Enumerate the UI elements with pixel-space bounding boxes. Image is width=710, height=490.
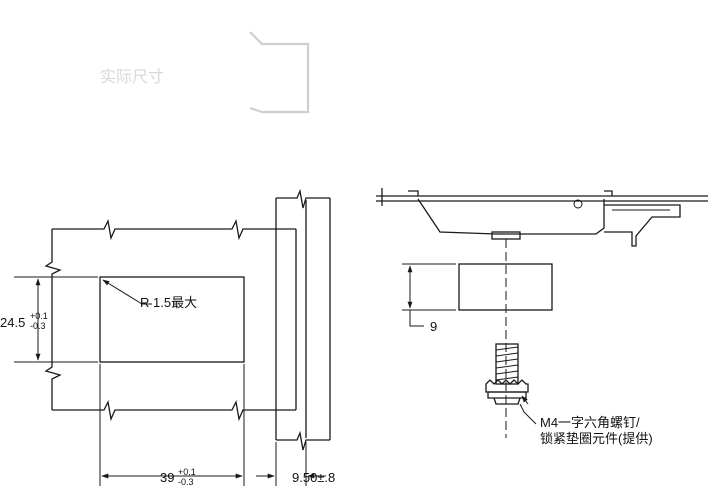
- spacer-dim-leader: [409, 310, 424, 327]
- height-value: 24.5: [0, 315, 25, 330]
- width-value: 39: [160, 470, 174, 485]
- screw-note-leader-mark: [521, 395, 529, 405]
- screw-head: [487, 391, 527, 405]
- screw-shank: [495, 343, 519, 385]
- cutout-rectangle: [99, 276, 245, 363]
- latch-arm: [604, 204, 681, 247]
- width-tol-upper: +0.1: [178, 467, 196, 477]
- spacer-block: [458, 263, 553, 311]
- spacer-dim-label: 9: [430, 319, 437, 334]
- screw-note-leader: [519, 403, 537, 425]
- radius-leader: [102, 279, 143, 305]
- height-tol-lower: -0.3: [30, 321, 46, 331]
- actual-size-bracket: [249, 31, 310, 114]
- height-dimension-label: 24.5 +0.1 -0.3: [0, 311, 48, 331]
- latch-hole: [573, 199, 583, 209]
- panel-left-edge: [44, 229, 62, 410]
- width-tol-lower: -0.3: [178, 477, 194, 487]
- latch-body: [417, 198, 605, 235]
- actual-size-indicator: 实际尺寸: [100, 31, 310, 114]
- latch-boss: [491, 231, 521, 240]
- screw-note-line1: M4一字六角螺钉/: [540, 415, 640, 430]
- height-tol-upper: +0.1: [30, 311, 48, 321]
- panel-cutout-view: R 1.5最大 24.5 +0.1 -0.3 39 +0.1 -0.3 9.50…: [0, 188, 335, 487]
- latch-flange: [376, 190, 708, 202]
- actual-size-label: 实际尺寸: [100, 67, 164, 86]
- panel-bottom-break-line: [52, 399, 296, 422]
- panel-section-bottom-break: [276, 430, 330, 451]
- latch-assembly-view: 9 M4一字六角螺钉/ 锁紧垫圈元件(提供): [376, 188, 708, 446]
- radius-note: R 1.5最大: [140, 295, 197, 310]
- panel-top-break-line: [52, 218, 296, 241]
- lock-washer: [485, 379, 529, 393]
- screw-note-line2: 锁紧垫圈元件(提供): [540, 431, 653, 446]
- width-dimension-label: 39 +0.1 -0.3: [160, 467, 196, 487]
- panel-section-left-edge: [276, 188, 330, 209]
- thickness-label: 9.50±.8: [292, 470, 335, 485]
- screw: [485, 343, 529, 405]
- screw-threads: [495, 346, 519, 381]
